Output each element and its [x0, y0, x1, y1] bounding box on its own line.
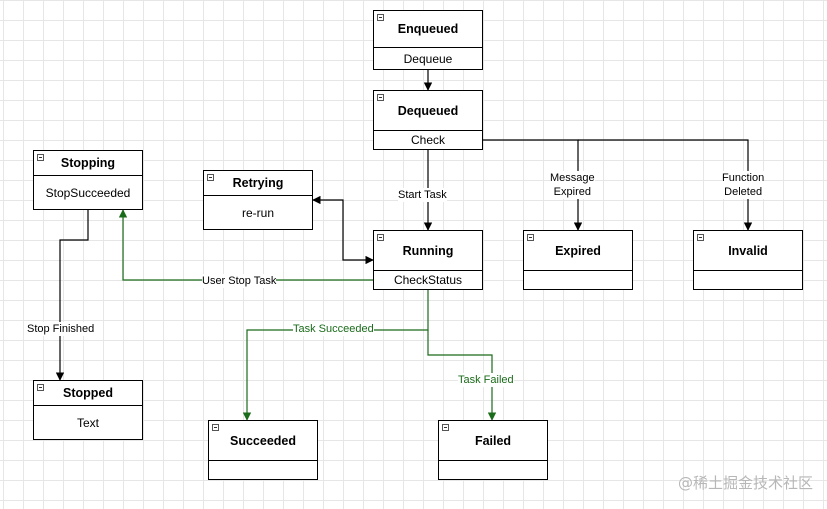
edge-dequeued-invalid [578, 139, 753, 231]
collapse-icon[interactable] [377, 234, 384, 241]
node-title: Stopped [34, 381, 142, 406]
edge-running-failed [427, 330, 497, 421]
edge-running-stopping [118, 209, 373, 281]
edge-stopping-stopped [55, 210, 89, 381]
node-title: Invalid [694, 231, 802, 271]
node-body [694, 271, 802, 289]
edge-running-succeeded [242, 290, 429, 421]
edge-label-task-failed: Task Failed [458, 373, 514, 387]
node-title: Running [374, 231, 482, 271]
edge-label-line: Deleted [724, 186, 763, 198]
node-stopped: Stopped Text [33, 380, 143, 440]
edge-label-message-expired: Message Expired [550, 171, 595, 199]
collapse-icon[interactable] [697, 234, 704, 241]
collapse-icon[interactable] [37, 384, 44, 391]
edge-label-stop-finished: Stop Finished [27, 322, 95, 336]
node-title: Failed [439, 421, 547, 461]
node-body: CheckStatus [393, 273, 463, 287]
collapse-icon[interactable] [377, 14, 384, 21]
node-body [209, 461, 317, 479]
edge-running-retrying [312, 195, 374, 265]
edge-label-task-succeeded: Task Succeeded [293, 322, 374, 336]
collapse-icon[interactable] [212, 424, 219, 431]
node-body: Dequeue [403, 51, 453, 66]
node-running: Running CheckStatus [373, 230, 483, 290]
node-title: Expired [524, 231, 632, 271]
collapse-icon[interactable] [377, 94, 384, 101]
node-enqueued: Enqueued Dequeue [373, 10, 483, 70]
node-body: StopSucceeded [45, 185, 131, 200]
collapse-icon[interactable] [207, 174, 214, 181]
collapse-icon[interactable] [37, 154, 44, 161]
node-body: re-run [241, 205, 274, 220]
collapse-icon[interactable] [527, 234, 534, 241]
edge-label-line: Function [722, 172, 765, 184]
node-title: Retrying [204, 171, 312, 196]
node-body [524, 271, 632, 289]
edge-label-function-deleted: Function Deleted [722, 171, 765, 199]
watermark: @稀土掘金技术社区 [677, 474, 813, 492]
node-title: Succeeded [209, 421, 317, 461]
edge-label-user-stop-task: User Stop Task [202, 274, 277, 288]
edge-label-start-task: Start Task [398, 188, 447, 202]
node-invalid: Invalid [693, 230, 803, 290]
node-title: Stopping [34, 151, 142, 176]
node-retrying: Retrying re-run [203, 170, 313, 230]
node-body: Check [410, 133, 445, 147]
node-succeeded: Succeeded [208, 420, 318, 480]
node-stopping: Stopping StopSucceeded [33, 150, 143, 210]
node-failed: Failed [438, 420, 548, 480]
edge-label-line: Message [550, 172, 595, 184]
collapse-icon[interactable] [442, 424, 449, 431]
node-body: Text [76, 415, 99, 430]
edge-label-line: Expired [553, 186, 591, 198]
node-title: Dequeued [374, 91, 482, 131]
node-dequeued: Dequeued Check [373, 90, 483, 150]
node-title: Enqueued [374, 11, 482, 48]
node-body [439, 461, 547, 479]
node-expired: Expired [523, 230, 633, 290]
